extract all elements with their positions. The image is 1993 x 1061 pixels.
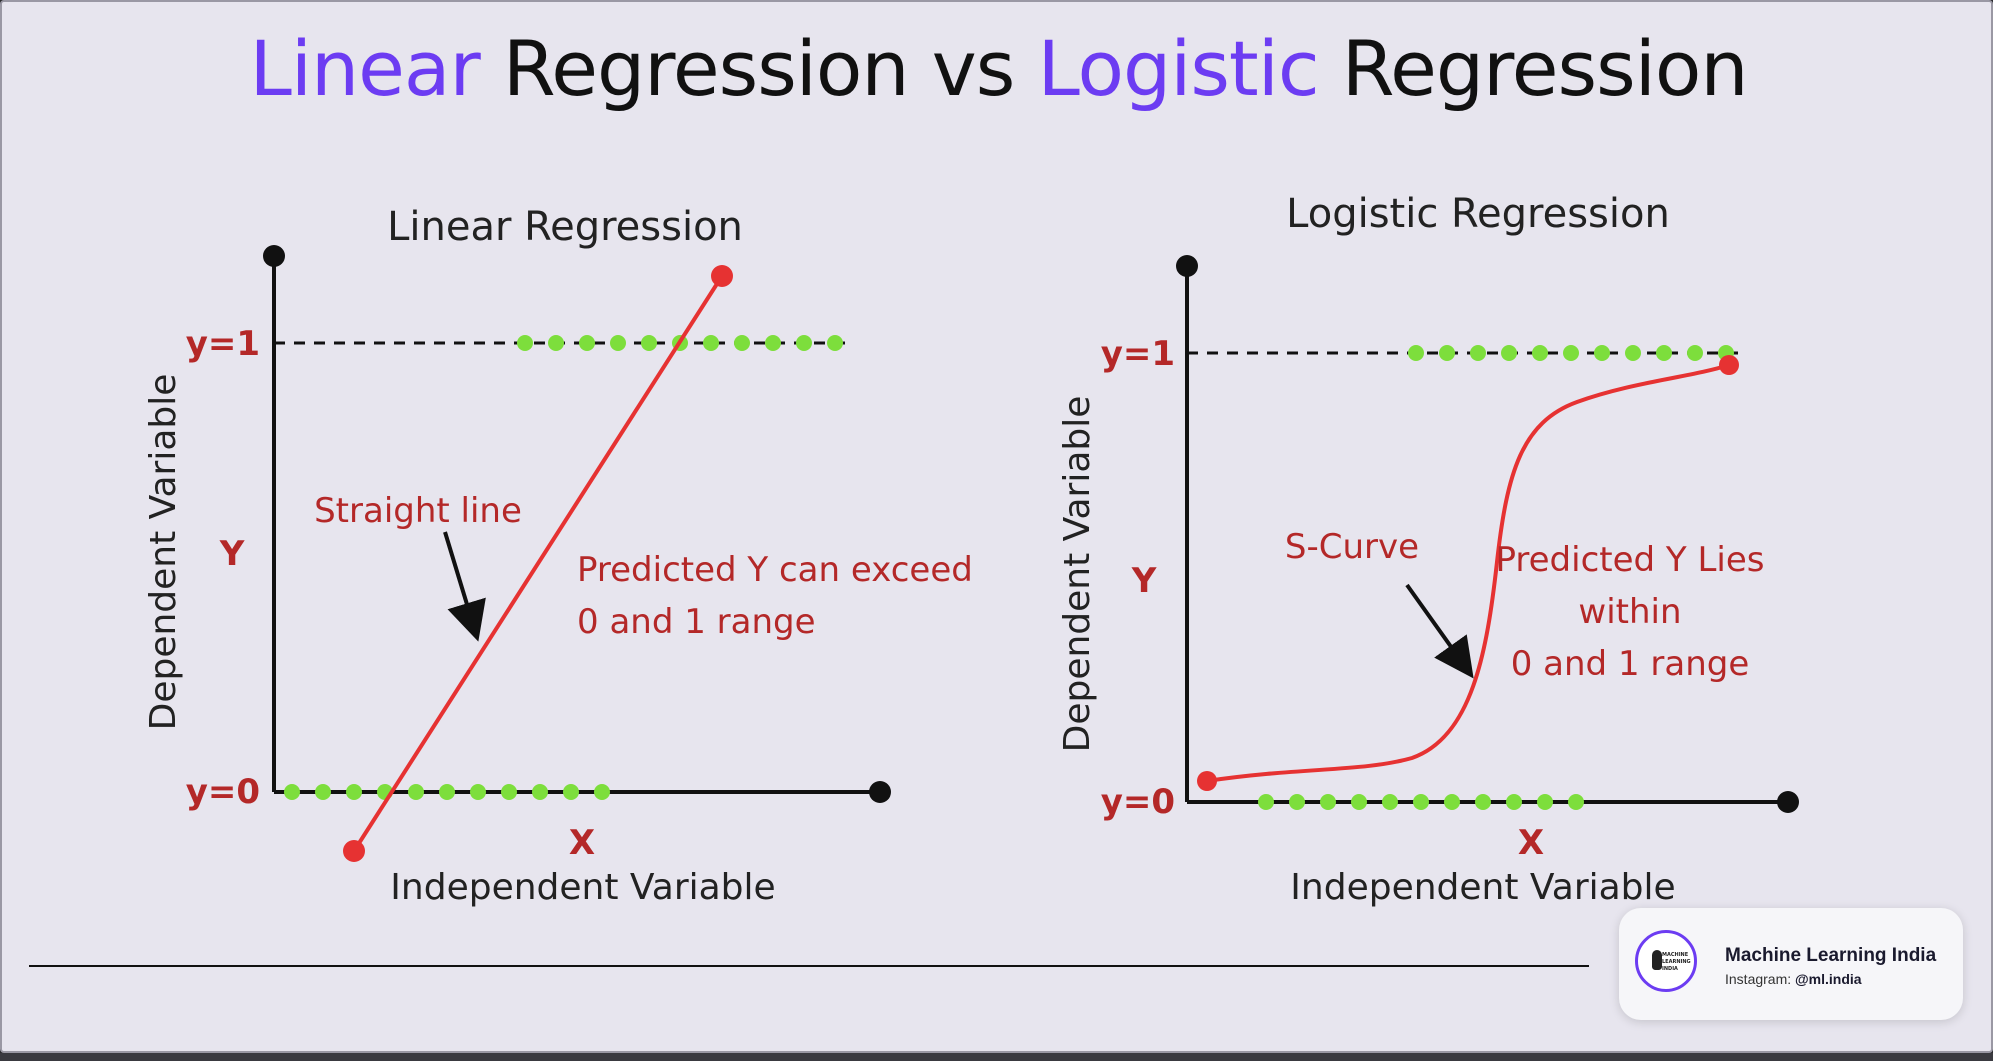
linear-y-symbol: Y [219,534,245,574]
data-point-dot [408,784,424,800]
logistic-predict-annotation-line2: within [1578,592,1681,632]
linear-regression-panel: Linear Regression y=1 y=0 Y X Dependent … [143,204,973,908]
data-point-dot [1506,794,1522,810]
straight-line-arrow-icon [443,531,486,642]
data-point-dot [1289,794,1305,810]
logistic-curve-start-dot [1197,771,1217,791]
data-point-dot [517,335,533,351]
data-point-dot [346,784,362,800]
linear-predict-annotation-line1: Predicted Y can exceed [577,550,973,590]
data-point-dot [1413,794,1429,810]
data-point-dot [1475,794,1491,810]
data-point-dot [796,335,812,351]
linear-x-axis-label: Independent Variable [390,867,775,908]
data-point-dot [1351,794,1367,810]
logistic-predict-annotation-line1: Predicted Y Lies [1495,540,1764,580]
footer-divider [29,965,1589,967]
data-point-dot [1470,345,1486,361]
data-point-dot [1439,345,1455,361]
data-point-dot [284,784,300,800]
linear-y0-data-points [284,784,610,800]
logistic-x-axis-end-dot [1777,791,1799,813]
data-point-dot [594,784,610,800]
logistic-y0-label: y=0 [1101,782,1175,822]
data-point-dot [1656,345,1672,361]
linear-panel-title: Linear Regression [387,204,743,250]
logistic-y-symbol: Y [1131,561,1157,601]
s-curve-arrow-icon [1405,583,1474,679]
linear-predict-annotation-line2: 0 and 1 range [577,602,816,642]
logo-text-line1: MACHINE [1662,952,1689,958]
data-point-dot [1568,794,1584,810]
title-logistic-word: Logistic [1037,24,1319,113]
data-point-dot [1501,345,1517,361]
s-curve-annotation: S-Curve [1285,527,1419,567]
logistic-s-curve [1206,363,1730,783]
data-point-dot [641,335,657,351]
linear-y1-label: y=1 [186,324,260,364]
data-point-dot [439,784,455,800]
data-point-dot [1687,345,1703,361]
data-point-dot [1382,794,1398,810]
linear-regression-line [352,274,724,853]
linear-line-end-dot [711,265,733,287]
data-point-dot [827,335,843,351]
badge-handle: @ml.india [1795,971,1862,987]
linear-y1-data-points [517,335,843,351]
logistic-y0-data-points [1258,794,1584,810]
data-point-dot [1258,794,1274,810]
logo-text-line3: INDIA [1662,966,1678,972]
data-point-dot [470,784,486,800]
logistic-y-axis-end-dot [1176,255,1198,277]
data-point-dot [703,335,719,351]
window-bottom-edge [0,1053,1993,1061]
data-point-dot [579,335,595,351]
logistic-x-axis-label: Independent Variable [1290,867,1675,908]
data-point-dot [1320,794,1336,810]
badge-name: Machine Learning India [1725,945,1937,966]
logo-text-line2: LEARNING [1662,959,1691,965]
data-point-dot [1537,794,1553,810]
logistic-predict-annotation-line3: 0 and 1 range [1511,644,1750,684]
title-end: Regression [1318,24,1749,113]
title-linear-word: Linear [249,24,481,113]
data-point-dot [501,784,517,800]
data-point-dot [610,335,626,351]
logistic-y1-data-points [1408,345,1734,361]
data-point-dot [548,335,564,351]
linear-y-axis-end-dot [263,245,285,267]
badge-handle-line: Instagram: @ml.india [1725,971,1862,987]
creator-badge[interactable]: MACHINE LEARNING INDIA Machine Learning … [1619,908,1963,1020]
title-middle: Regression vs [479,24,1038,113]
data-point-dot [1408,345,1424,361]
logistic-y1-label: y=1 [1101,334,1175,374]
data-point-dot [1444,794,1460,810]
logistic-curve-end-dot [1719,355,1739,375]
linear-x-symbol: X [569,823,595,863]
straight-line-annotation: Straight line [314,491,522,531]
linear-y0-label: y=0 [186,772,260,812]
data-point-dot [1625,345,1641,361]
logistic-panel-title: Logistic Regression [1286,191,1670,237]
linear-y-axis-label: Dependent Variable [143,374,184,731]
badge-handle-prefix: Instagram: [1725,971,1796,987]
data-point-dot [532,784,548,800]
data-point-dot [765,335,781,351]
data-point-dot [1594,345,1610,361]
linear-x-axis-end-dot [869,781,891,803]
logistic-regression-panel: Logistic Regression y=1 y=0 Y X Dependen… [1057,191,1799,908]
page-title: Linear Regression vs Logistic Regression [2,24,1993,113]
logistic-x-symbol: X [1518,823,1544,863]
data-point-dot [563,784,579,800]
data-point-dot [734,335,750,351]
data-point-dot [315,784,331,800]
data-point-dot [1532,345,1548,361]
machine-learning-india-logo: MACHINE LEARNING INDIA [1635,930,1697,992]
linear-line-start-dot [343,840,365,862]
data-point-dot [1563,345,1579,361]
logistic-y-axis-label: Dependent Variable [1057,396,1098,753]
head-silhouette-icon [1652,950,1662,970]
